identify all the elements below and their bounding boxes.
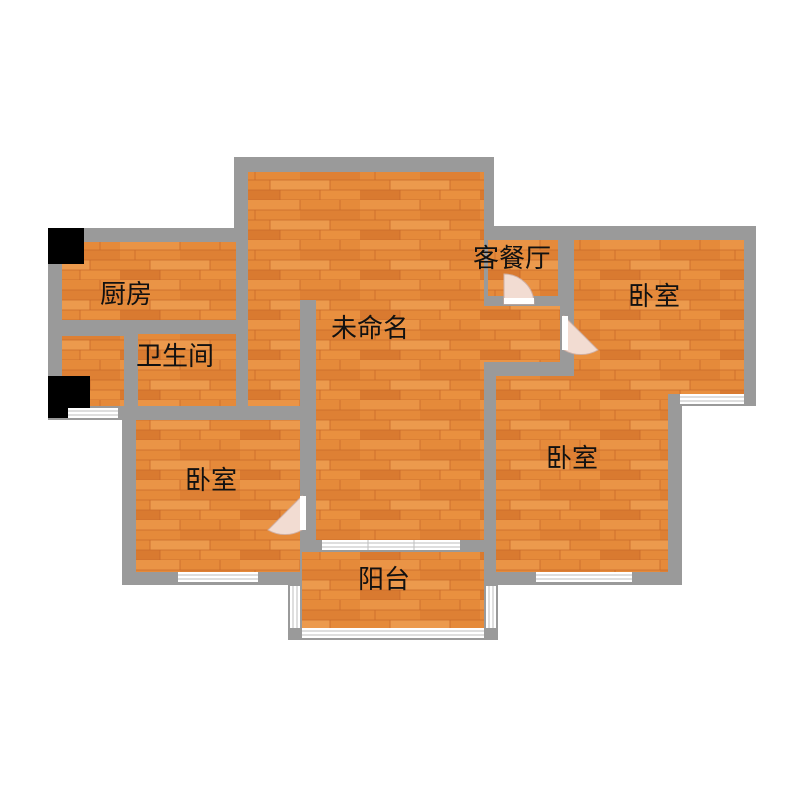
floor-right-bedroom [574, 240, 744, 394]
floors [62, 172, 744, 628]
label-bedroom-left: 卧室 [185, 466, 238, 496]
window-balcony-left [290, 586, 300, 628]
door-living-alcove [503, 273, 535, 305]
window-left-bedroom [178, 572, 258, 582]
floor-corridor-right [484, 306, 560, 362]
label-bedroom-center: 卧室 [546, 444, 599, 474]
window-center-bedroom [536, 572, 632, 582]
label-bedroom-right: 卧室 [628, 282, 681, 312]
door-left-bedroom [267, 494, 306, 536]
floor-kitchen [62, 242, 236, 320]
window-balcony-bottom [302, 628, 484, 638]
window-balcony-sliding [322, 540, 460, 550]
label-balcony: 阳台 [358, 565, 411, 595]
label-bathroom: 卫生间 [136, 342, 215, 372]
window-right-bedroom [680, 394, 744, 404]
window-kitchen [68, 408, 118, 418]
doors [60, 273, 599, 536]
windows [68, 394, 744, 638]
window-balcony-right [486, 586, 496, 628]
label-kitchen: 厨房 [100, 280, 153, 310]
floor-balcony [302, 552, 484, 628]
floor-unnamed-center [316, 300, 484, 540]
floor-unnamed-left-strip [248, 300, 300, 406]
floor-left-bedroom [136, 420, 300, 572]
label-living-dining: 客餐厅 [473, 244, 552, 274]
label-unnamed: 未命名 [331, 314, 410, 344]
door-kitchen [60, 322, 90, 334]
column-top-left [48, 228, 84, 264]
floor-unnamed-main [248, 172, 484, 300]
floor-center-bedroom [496, 376, 668, 572]
floor-bathroom [138, 334, 236, 406]
door-right-bedroom [562, 314, 599, 356]
